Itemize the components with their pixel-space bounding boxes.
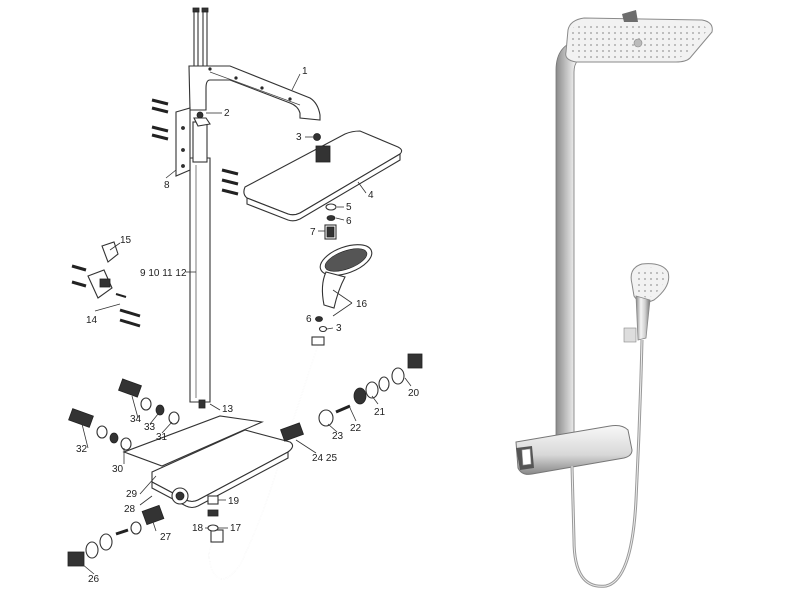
thermostat-body	[122, 415, 294, 509]
label-part-20: 20	[408, 388, 420, 399]
label-part-6a: 6	[346, 216, 352, 227]
label-part-18: 18	[192, 523, 204, 534]
product-hand-shower-handle	[635, 295, 651, 341]
label-part-13: 13	[222, 404, 234, 415]
left-inlet-parts	[68, 378, 180, 451]
product-rendering	[515, 10, 713, 588]
label-part-3b: 3	[336, 323, 342, 334]
product-holder	[623, 327, 637, 343]
bracket-screws	[151, 98, 239, 196]
vertical-pole	[189, 157, 211, 409]
label-part-6b: 6	[306, 314, 312, 325]
label-part-9-12: 9 10 11 12	[140, 268, 187, 279]
label-part-30: 30	[112, 464, 124, 475]
label-part-17: 17	[230, 523, 242, 534]
exploded-view: 1 2 3 4 5 6 7 8 9 10 11 12 13 14 15 16 6…	[67, 7, 423, 585]
hose	[208, 336, 325, 580]
top-pipes	[192, 7, 209, 71]
label-part-8: 8	[164, 180, 170, 191]
label-part-5: 5	[346, 202, 352, 213]
label-part-16: 16	[356, 299, 368, 310]
label-part-7: 7	[310, 227, 316, 238]
product-pole	[555, 35, 613, 441]
label-part-4: 4	[368, 190, 374, 201]
overhead-shower	[243, 130, 403, 222]
overhead-connector-parts	[324, 203, 337, 240]
label-part-34: 34	[130, 414, 142, 425]
label-part-23: 23	[332, 431, 344, 442]
hand-shower	[315, 244, 373, 333]
right-inlet-parts	[280, 353, 423, 442]
product-thermostat	[515, 425, 633, 475]
bottom-inlet-parts	[67, 504, 165, 567]
label-part-1: 1	[302, 66, 308, 77]
label-part-21: 21	[374, 407, 386, 418]
part-number-labels: 1 2 3 4 5 6 7 8 9 10 11 12 13 14 15 16 6…	[76, 66, 420, 585]
label-part-31: 31	[156, 432, 168, 443]
label-part-27: 27	[160, 532, 172, 543]
label-part-32: 32	[76, 444, 88, 455]
label-part-26: 26	[88, 574, 100, 585]
small-parts-17-19	[207, 495, 219, 532]
label-part-3a: 3	[296, 132, 302, 143]
label-part-22: 22	[350, 423, 362, 434]
label-part-14: 14	[86, 315, 98, 326]
wall-bracket	[175, 107, 211, 177]
label-part-28: 28	[124, 504, 136, 515]
label-part-19: 19	[228, 496, 240, 507]
leader-lines	[81, 73, 412, 575]
label-part-33: 33	[144, 422, 156, 433]
holder-parts	[71, 241, 141, 328]
label-part-29: 29	[126, 489, 138, 500]
riser-arm	[188, 65, 321, 121]
label-part-24-25: 24 25	[312, 453, 337, 464]
label-part-2: 2	[224, 108, 230, 119]
label-part-15: 15	[120, 235, 132, 246]
